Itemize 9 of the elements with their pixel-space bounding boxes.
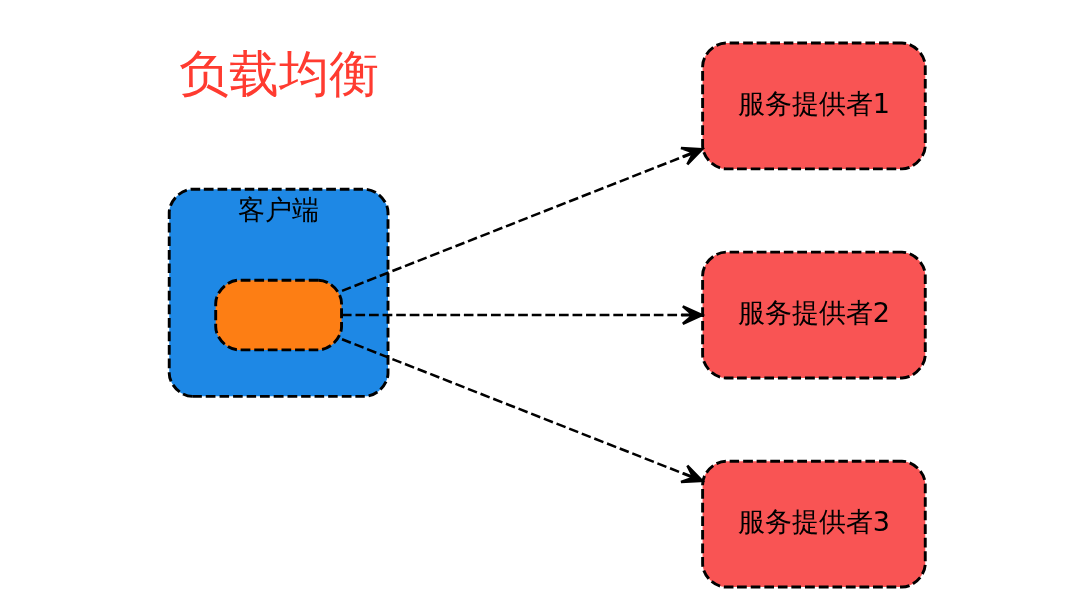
arrow bbox=[341, 305, 703, 325]
node-box bbox=[213, 278, 343, 352]
arrow bbox=[341, 338, 703, 484]
node-box: 服务提供者1 bbox=[700, 41, 927, 171]
node-box: 服务提供者2 bbox=[700, 250, 927, 380]
node-box: 服务提供者3 bbox=[700, 459, 927, 589]
arrow bbox=[341, 146, 703, 293]
label: 负载均衡 bbox=[178, 44, 379, 104]
cluster: 客户端 bbox=[167, 187, 389, 398]
